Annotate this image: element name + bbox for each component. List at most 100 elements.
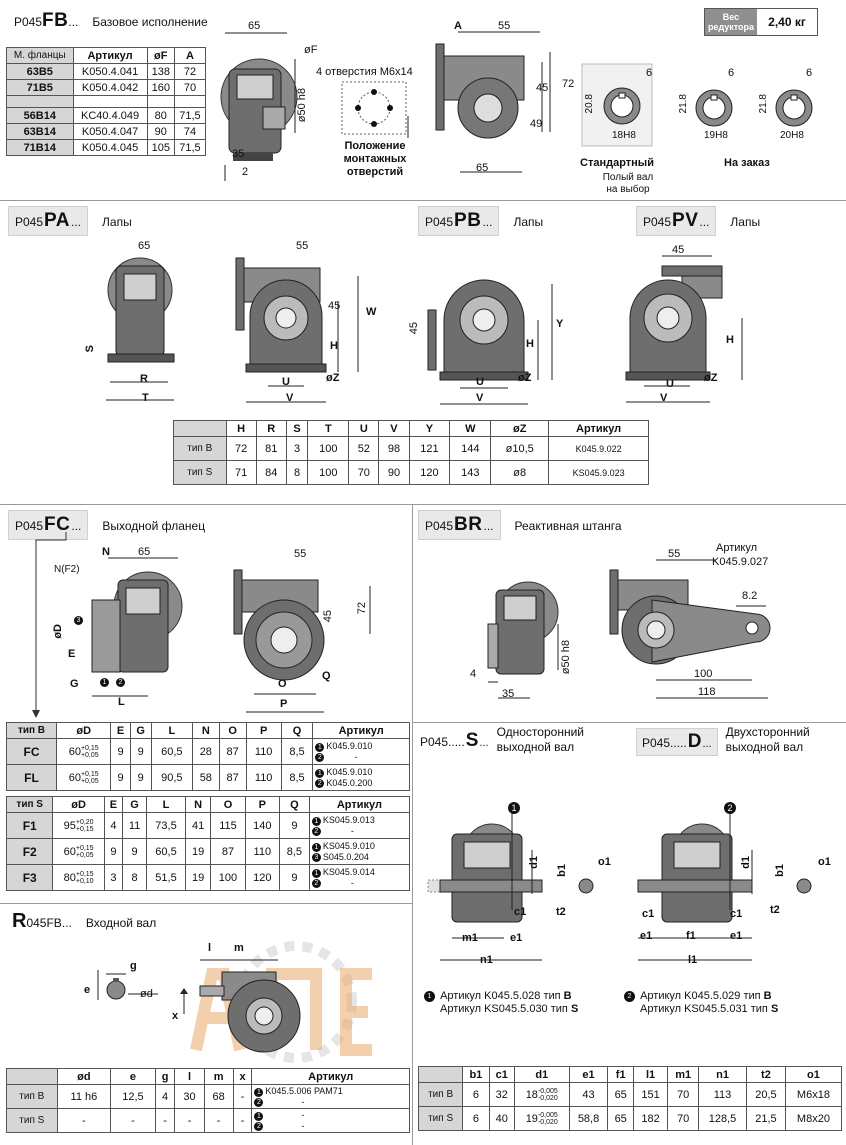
article: - <box>301 1120 305 1131</box>
value: 60 <box>68 771 81 784</box>
dim-label: Y <box>556 318 564 330</box>
d-prefix: P045..... <box>642 736 687 750</box>
article: KS045.9.013 <box>322 815 375 826</box>
dim-label: x <box>172 1010 179 1022</box>
cell: 80 <box>146 107 175 124</box>
torque-arm <box>651 599 771 663</box>
hollow-shaft <box>646 620 666 640</box>
shaft-end-section <box>796 878 812 894</box>
s-desc1: Односторонний <box>496 725 584 739</box>
foot-plate <box>245 363 327 373</box>
cell: 6 <box>462 1106 490 1131</box>
cell: 9 <box>278 812 310 839</box>
marker-3: 3 <box>74 614 85 626</box>
dim-label: e1 <box>510 932 523 944</box>
pa-side-drawing <box>106 257 175 401</box>
cell: 8 <box>121 864 148 891</box>
marker: 1 <box>311 868 321 878</box>
shaft-hidden <box>427 879 441 893</box>
table-row: FL 60+0,15+0,05 9 9 90,5 58 87 110 8,5 1… <box>6 764 410 791</box>
tolerance: +0,20+0,15 <box>76 819 94 833</box>
cell: - <box>56 1108 112 1133</box>
shaft-boss <box>262 106 286 130</box>
dim-label: 65 <box>476 162 489 174</box>
cell: 113 <box>698 1082 747 1107</box>
dim-label: 72 <box>356 602 368 615</box>
article: K045.9.010 <box>326 767 373 778</box>
hollow-shaft <box>275 307 297 329</box>
cell: 41 <box>184 812 212 839</box>
bore-fit: 18H8 <box>612 130 636 141</box>
dim-label: 45 <box>672 244 685 256</box>
cell: 4 <box>154 1084 176 1109</box>
cell: - <box>154 1108 176 1133</box>
cell: 100 <box>307 460 350 485</box>
hole-mark <box>387 105 393 111</box>
th <box>6 1068 58 1085</box>
cell: 84 <box>255 460 287 485</box>
note-text: Артикул KS045.5.031 тип <box>640 1003 768 1015</box>
tolerance: +0,15+0,05 <box>81 745 99 759</box>
cell: 70 <box>348 460 380 485</box>
s-prefix: P045..... <box>420 735 465 749</box>
key-width: 6 <box>646 67 653 79</box>
cell: KC40.4.049 <box>72 107 148 124</box>
marker-number: 1 <box>424 990 435 1002</box>
pv-front-drawing <box>625 255 743 403</box>
th: A <box>173 47 207 64</box>
shaft-note-1: 1 Артикул K045.5.028 тип B Артикул KS045… <box>424 990 578 1016</box>
key-width: 6 <box>728 67 735 79</box>
th: Q <box>280 722 314 739</box>
dim-label: 55 <box>294 548 307 560</box>
th: P <box>244 796 280 813</box>
fc-front-drawing <box>233 569 371 713</box>
th: o1 <box>784 1066 843 1083</box>
cell: 71,5 <box>173 107 207 124</box>
cell: 60,5 <box>146 838 186 865</box>
th: U <box>348 420 380 437</box>
divider <box>0 903 412 904</box>
hole-mark <box>371 121 377 127</box>
cell: - <box>110 1108 156 1133</box>
shaft-boss <box>487 623 499 669</box>
cell: 9 <box>121 838 148 865</box>
shaft-note-2: 2 Артикул K045.5.029 тип B Артикул KS045… <box>624 990 778 1016</box>
dim-label: b1 <box>774 864 786 877</box>
cell: 143 <box>449 460 492 485</box>
weight-label: Вес редуктора <box>705 9 757 35</box>
cell: 121 <box>408 436 451 461</box>
axis-arrow <box>180 988 188 994</box>
dim-label: l1 <box>688 954 698 966</box>
cell: 71B14 <box>6 139 74 156</box>
flange-plate <box>435 43 445 131</box>
dim-label: U <box>282 376 290 388</box>
marker-number: 2 <box>624 990 635 1002</box>
th: R <box>255 420 287 437</box>
cell: 9 <box>129 764 152 791</box>
dim-label: øZ <box>704 372 718 384</box>
cell: 71B5 <box>6 79 74 96</box>
cell: 110 <box>245 738 282 765</box>
watermark-glyph <box>340 968 372 1056</box>
th: S <box>285 420 309 437</box>
cell: 9 <box>110 764 131 791</box>
br-art-label: Артикул <box>716 542 758 554</box>
table-row: F1 95+0,20+0,15 4 11 73,5 41 115 140 9 1… <box>5 812 411 839</box>
cell: 8 <box>285 460 309 485</box>
pointer-arrow <box>32 710 40 718</box>
cell: 18-0,005-0,020 <box>513 1082 570 1107</box>
th: ød <box>56 1068 112 1085</box>
cell: K050.4.047 <box>72 123 148 140</box>
output-shaft <box>439 879 543 893</box>
th: b1 <box>462 1066 490 1083</box>
fb-code: FB <box>42 10 69 31</box>
th: Артикул <box>251 1068 410 1085</box>
dim-label: m <box>234 942 244 954</box>
dim-label: l <box>208 942 212 954</box>
std-sub: Полый вал на выбор <box>602 172 654 195</box>
th: O <box>210 796 246 813</box>
fc-prefix: P045 <box>15 519 44 533</box>
dim-label: 100 <box>694 668 713 680</box>
